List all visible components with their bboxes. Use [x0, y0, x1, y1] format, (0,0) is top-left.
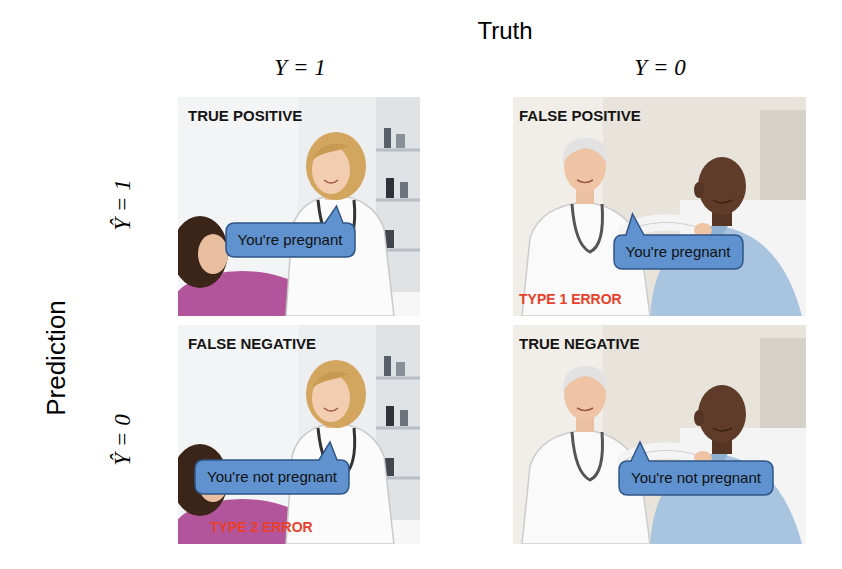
speech-bubble: You're not pregnant	[619, 461, 773, 495]
cell-heading: FALSE NEGATIVE	[188, 336, 316, 353]
speech-bubble: You're pregnant	[226, 223, 355, 257]
cell-heading: TRUE POSITIVE	[188, 108, 302, 125]
cell-heading: FALSE POSITIVE	[519, 108, 641, 125]
photo-panel: TRUE NEGATIVE You're not pregnant	[513, 325, 806, 544]
true-positive-photo	[172, 97, 420, 339]
error-type-label: TYPE 1 ERROR	[519, 292, 622, 307]
axis-value: Y = 1	[274, 56, 325, 79]
false-negative-photo	[172, 325, 420, 567]
cell-heading: TRUE NEGATIVE	[519, 336, 640, 353]
true-negative-photo	[513, 325, 806, 544]
axis-title: Truth	[477, 19, 532, 43]
photo-panel: TRUE POSITIVE You're pregnant	[178, 97, 420, 316]
axis-value: Ŷ = 0	[111, 414, 134, 465]
photo-panel: FALSE POSITIVE TYPE 1 ERROR You're pregnan…	[513, 97, 806, 316]
photo-panel: FALSE NEGATIVE TYPE 2 ERROR You're not pre…	[178, 325, 420, 544]
error-type-label: TYPE 2 ERROR	[210, 520, 313, 535]
speech-text: You're not pregnant	[631, 469, 761, 486]
axis-value: Ŷ = 1	[111, 179, 134, 230]
axis-value: Y = 0	[634, 56, 685, 79]
speech-text: You're pregnant	[626, 243, 731, 260]
speech-text: You're not pregnant	[207, 468, 337, 485]
speech-bubble: You're pregnant	[614, 235, 743, 269]
axis-title: Prediction	[43, 300, 69, 416]
speech-bubble: You're not pregnant	[195, 460, 349, 494]
false-positive-photo	[513, 97, 806, 316]
speech-text: You're pregnant	[238, 231, 343, 248]
